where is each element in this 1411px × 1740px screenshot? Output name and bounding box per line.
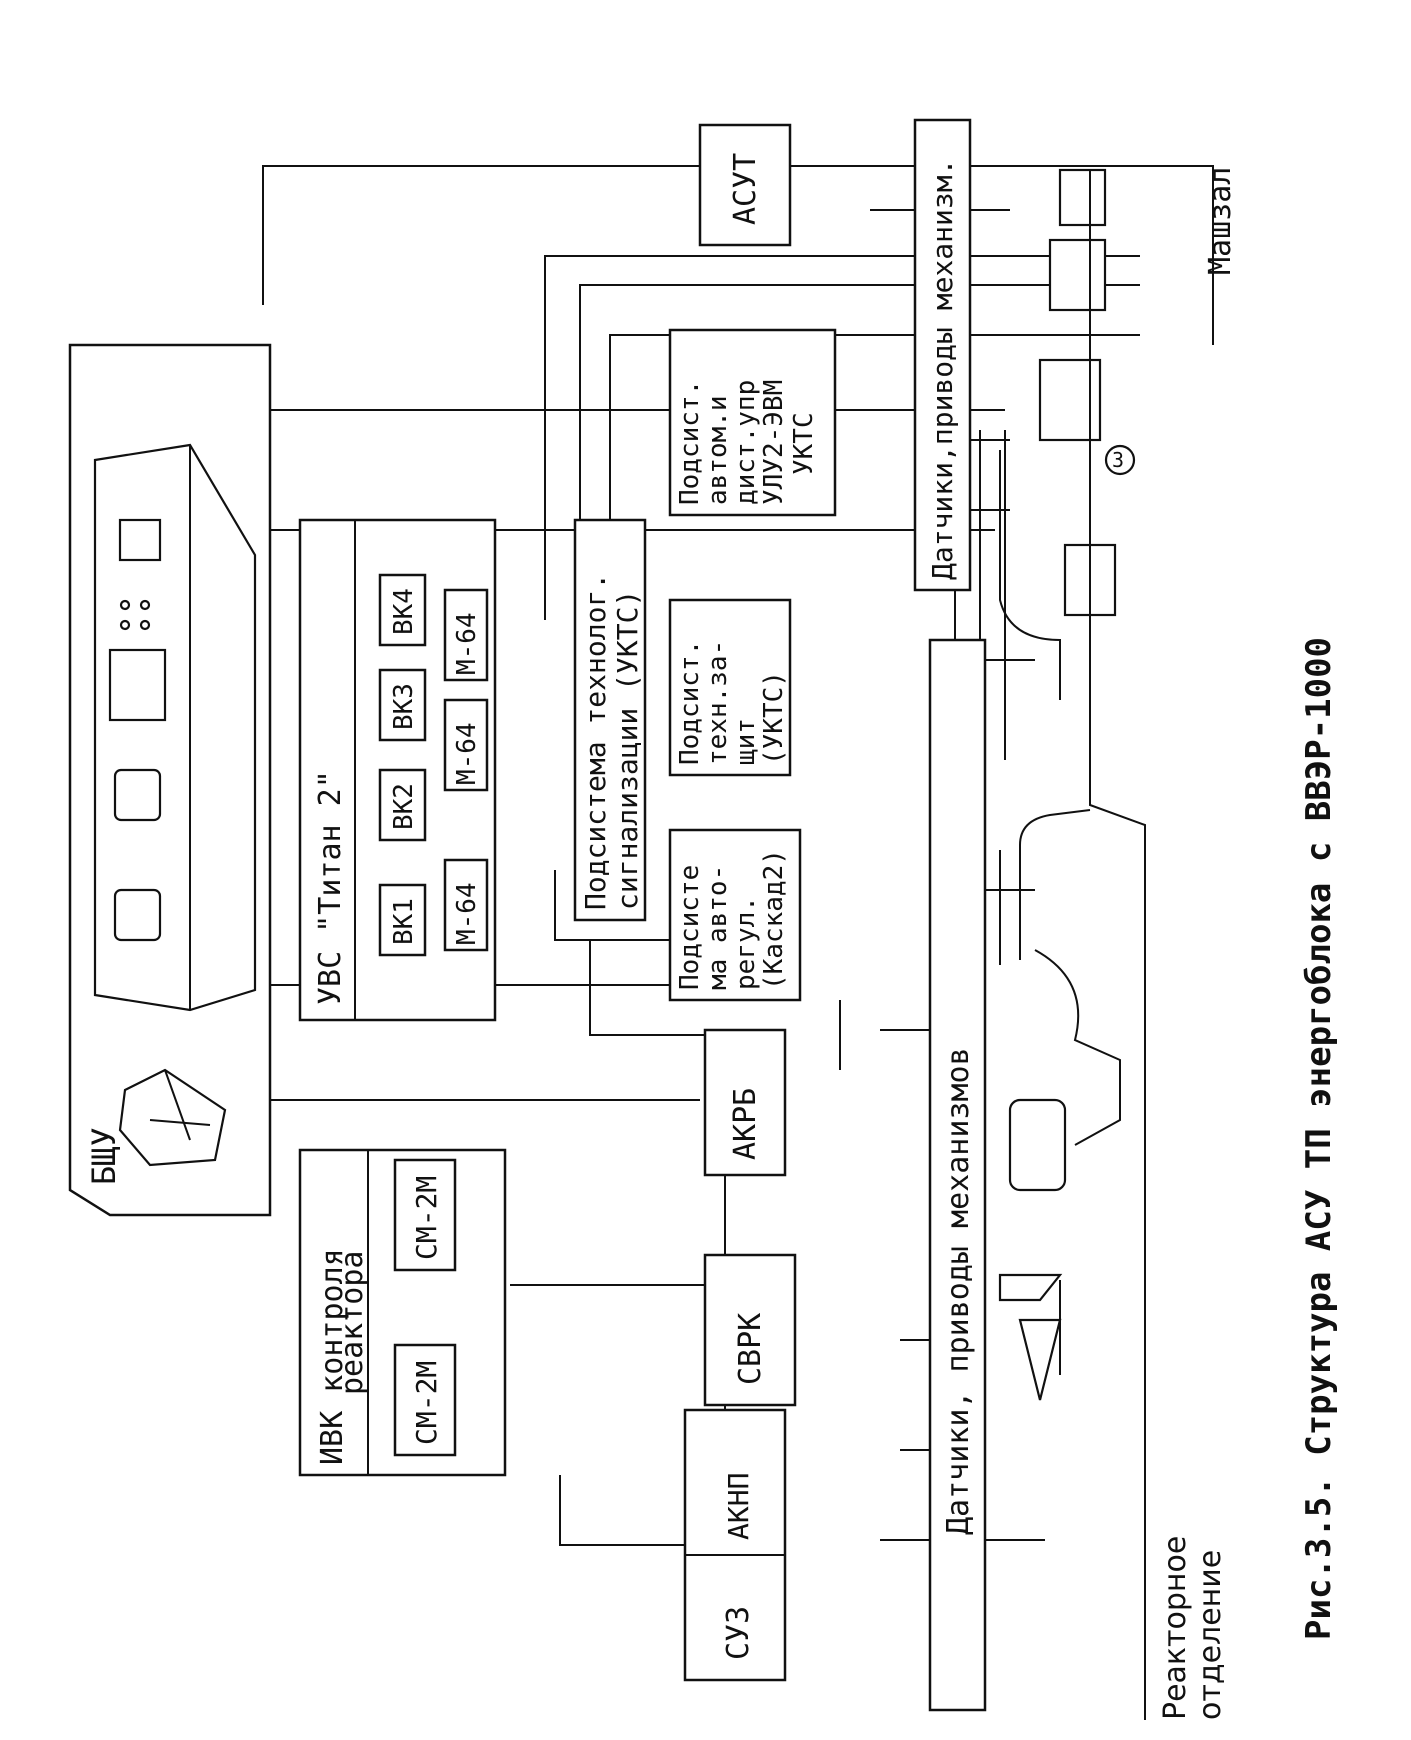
console-monitor-2	[113, 768, 162, 822]
sensors-turbine-frame	[913, 118, 972, 592]
vk2-box	[378, 768, 427, 842]
remote-control-subsystem: Подсист. автом.и дист.упр УЛУ2-ЭВМ УКТС	[668, 328, 837, 517]
remote-control-label-2: автом.и	[703, 395, 733, 505]
condensate-loop	[999, 450, 1061, 700]
signaling-label-2: сигнализации (УКТС)	[611, 590, 644, 910]
bshu-control-room: БЩУ	[68, 343, 272, 1217]
turbine-pump-circle	[1104, 444, 1136, 476]
reactor-area-label-2: отделение	[1193, 1550, 1228, 1720]
vk1-box	[378, 883, 427, 957]
ivk-title-2: реактора	[335, 1251, 370, 1396]
autoreg-frame	[668, 828, 802, 1002]
sensors-reactor-block: Датчики, приводы механизмов	[928, 638, 987, 1712]
suz-aknp-frame	[683, 1408, 787, 1682]
ivk-block: ИВК контроля реактора СМ-2М СМ-2М	[298, 1148, 507, 1477]
uvs-title: УВС "Титан 2"	[313, 770, 348, 1005]
autoreg-label-2: ма авто-	[703, 865, 733, 990]
protection-frame	[668, 598, 792, 777]
figure-caption: Рис.3.5. Структура АСУ ТП энергоблока с …	[1299, 637, 1339, 1640]
protection-label-1: Подсист.	[675, 640, 705, 765]
remote-control-label-5: УКТС	[789, 412, 819, 475]
remote-control-frame	[668, 328, 837, 517]
reactor-building-marker	[998, 1273, 1063, 1302]
m64-c-label: М-64	[452, 612, 482, 675]
signaling-label-1: Подсистема технолог.	[579, 573, 612, 910]
svrk-block: СВРК	[703, 1253, 797, 1407]
suz-label: СУЗ	[721, 1606, 756, 1660]
console-knob-4	[139, 619, 151, 631]
vk4-label: ВК4	[389, 588, 419, 635]
sensors-turbine-label: Датчики,приводы механизм.	[926, 159, 959, 580]
console-knob-2	[139, 599, 151, 611]
akrb-frame	[703, 1028, 787, 1177]
remote-control-label-1: Подсист.	[675, 380, 705, 505]
akrb-label: АКРБ	[728, 1088, 763, 1160]
sm2m-right-label: СМ-2М	[410, 1176, 443, 1260]
signaling-subsystem: Подсистема технолог. сигнализации (УКТС)	[573, 518, 647, 922]
console-grid	[118, 518, 162, 562]
reactor-vessel	[1008, 1098, 1067, 1192]
console-keypad	[108, 648, 167, 722]
vk2-label: ВК2	[389, 783, 419, 830]
autoreg-label-4: (Каскад2)	[759, 849, 789, 990]
console	[93, 443, 257, 1012]
autoreg-label-3: регул.	[731, 896, 761, 990]
bshu-label: БЩУ	[85, 1127, 123, 1185]
line-uvs-bottom	[589, 940, 740, 1036]
turbine-lp-2	[1058, 168, 1107, 227]
protection-label-2: техн.за-	[703, 640, 733, 765]
sm2m-left-box	[393, 1343, 457, 1457]
vk4-box	[378, 573, 427, 647]
turbine-pump-label: 3	[1112, 448, 1124, 472]
autoreg-label-1: Подсисте	[675, 865, 705, 990]
m64-a-box	[443, 858, 489, 952]
vk1-label: ВК1	[389, 898, 419, 945]
m64-b-label: М-64	[452, 722, 482, 785]
sm2m-left-label: СМ-2М	[410, 1361, 443, 1445]
sensors-turbine-block: Датчики,приводы механизм.	[913, 118, 972, 592]
console-knob-3	[119, 619, 131, 631]
main-steam-pipe	[1019, 809, 1091, 960]
autoreg-subsystem: Подсисте ма авто- регул. (Каскад2)	[668, 828, 802, 1002]
aknp-label: АКНП	[722, 1473, 755, 1540]
svrk-label: СВРК	[733, 1313, 768, 1385]
protection-label-4: (УКТС)	[759, 671, 789, 765]
process-equipment: 3	[998, 168, 1146, 1720]
turbine-lp-1	[1048, 238, 1107, 312]
console-monitor-1	[113, 888, 162, 942]
reactor-area-label-1: Реакторное	[1158, 1536, 1193, 1720]
remote-control-label-3: дист.упр	[731, 380, 761, 505]
m64-c-box	[443, 588, 489, 682]
line-uvs-sig-2	[579, 284, 1140, 690]
printer-icon	[118, 1068, 227, 1167]
akrb-block: АКРБ	[703, 1028, 787, 1177]
uvs-titan-block: УВС "Титан 2" ВК1 ВК2 ВК3 ВК4 М-64 М-64 …	[298, 518, 497, 1022]
asut-block: АСУТ	[698, 123, 792, 247]
asut-frame	[698, 123, 792, 247]
mashzal-label: Машзал	[1203, 167, 1238, 275]
sensors-reactor-frame	[928, 638, 987, 1712]
reactor-loop	[1034, 949, 1121, 1146]
remote-control-label-4: УЛУ2-ЭВМ	[759, 380, 789, 505]
cooling-tower	[1018, 1318, 1062, 1401]
vk3-label: ВК3	[389, 683, 419, 730]
sensors-reactor-label: Датчики, приводы механизмов	[941, 1047, 976, 1535]
asut-label: АСУТ	[728, 153, 763, 225]
svrk-frame	[703, 1253, 797, 1407]
m64-a-label: М-64	[452, 882, 482, 945]
sm2m-right-box	[393, 1158, 457, 1272]
m64-b-box	[443, 698, 489, 792]
protection-subsystem: Подсист. техн.за- щит (УКТС)	[668, 598, 792, 777]
suz-aknp-block: АКНП СУЗ	[683, 1408, 787, 1682]
signaling-frame	[573, 518, 647, 922]
ivk-title-1: ИВК контроля	[315, 1248, 350, 1465]
console-knob-1	[119, 599, 131, 611]
protection-label-3: щит	[731, 718, 761, 765]
vk3-box	[378, 668, 427, 742]
